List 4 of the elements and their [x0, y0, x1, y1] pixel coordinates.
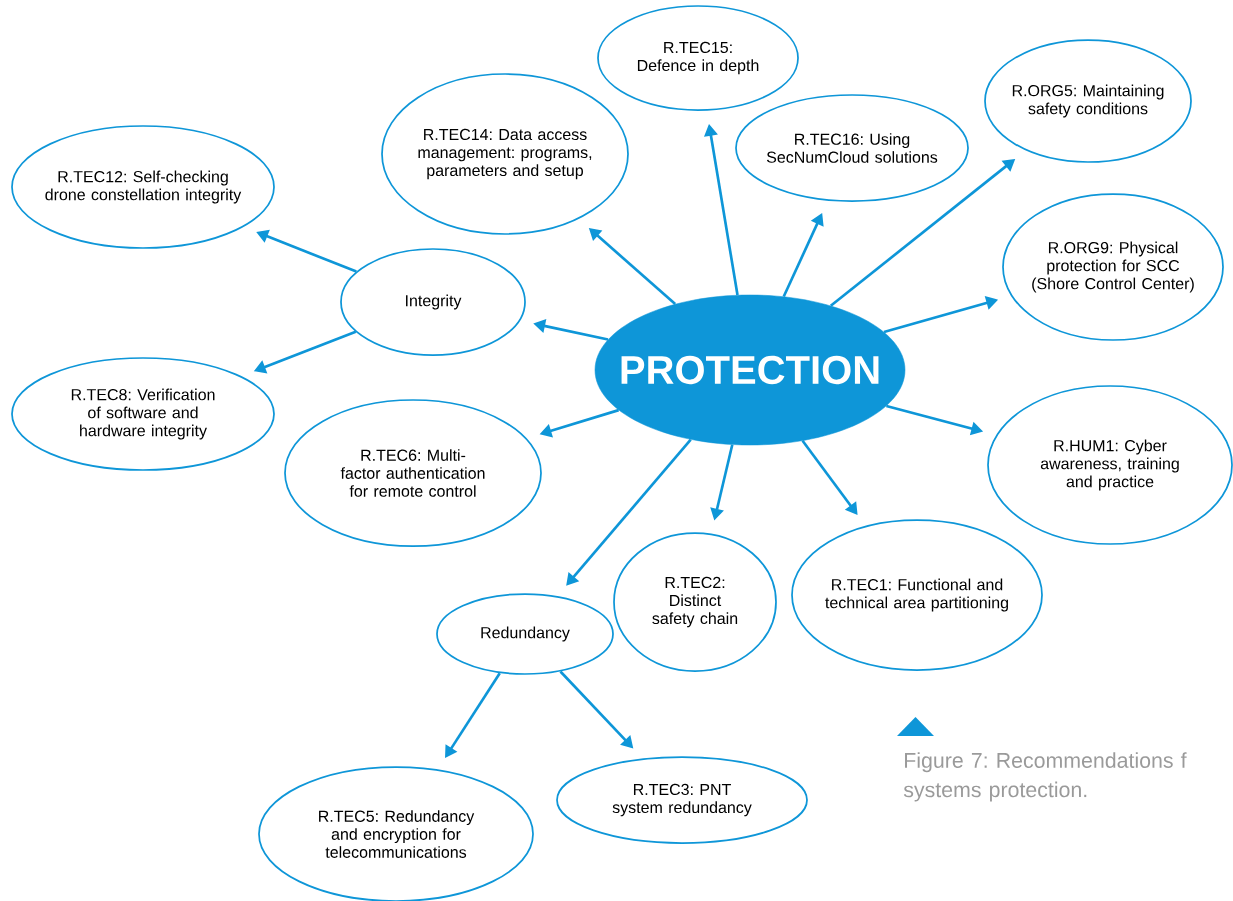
- arrow: [445, 672, 501, 758]
- arrow: [801, 440, 858, 515]
- caption: Figure 7: Recommendations f systems protection.: [903, 752, 1187, 802]
- arrow: [566, 438, 692, 586]
